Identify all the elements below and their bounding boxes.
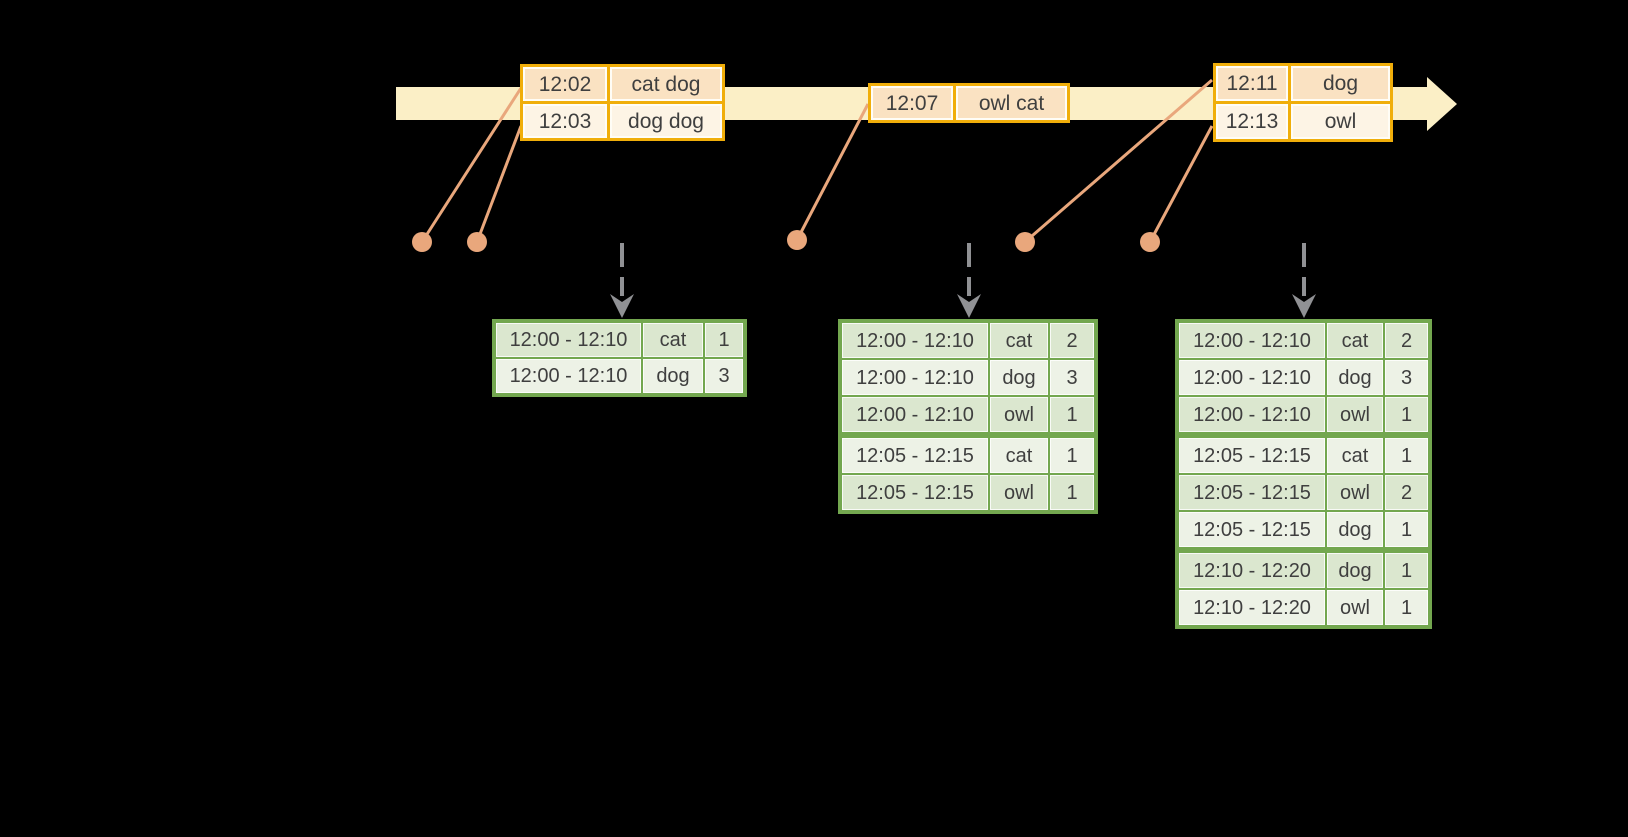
result-cell-window: 12:05 - 12:15 [1179, 438, 1325, 473]
connector-line [1148, 125, 1214, 243]
result-cell-word: cat [990, 323, 1048, 358]
result-cell-window: 12:05 - 12:15 [842, 475, 988, 510]
result-cell-word: owl [1327, 397, 1383, 432]
trigger-arrowhead-icon [957, 294, 981, 318]
result-cell-count: 3 [1385, 360, 1428, 395]
result-cell-word: owl [990, 475, 1048, 510]
trigger-arrowhead-icon [1292, 294, 1316, 318]
result-cell-window: 12:05 - 12:15 [842, 438, 988, 473]
event-dot [467, 232, 487, 252]
result-cell-window: 12:00 - 12:10 [842, 360, 988, 395]
result-cell-count: 1 [1385, 590, 1428, 625]
result-cell-window: 12:00 - 12:10 [842, 397, 988, 432]
result-cell-count: 1 [1050, 438, 1094, 473]
result-cell-word: cat [990, 438, 1048, 473]
result-cell-word: dog [1327, 553, 1383, 588]
result-cell-word: cat [643, 323, 703, 357]
trigger-arrows [610, 243, 1316, 318]
event-cell-words: dog [1291, 66, 1390, 101]
result-cell-word: dog [990, 360, 1048, 395]
event-dot [787, 230, 807, 250]
result-cell-window: 12:00 - 12:10 [496, 323, 641, 357]
result-cell-count: 3 [1050, 360, 1094, 395]
event-cell-words: dog dog [610, 104, 722, 138]
result-cell-window: 12:10 - 12:20 [1179, 590, 1325, 625]
connector-line [795, 103, 870, 241]
result-cell-word: owl [1327, 590, 1383, 625]
event-cell-words: owl [1291, 104, 1390, 139]
result-cell-count: 1 [1050, 475, 1094, 510]
event-dot [1140, 232, 1160, 252]
event-dot [1015, 232, 1035, 252]
result-cell-count: 1 [1385, 553, 1428, 588]
result-cell-count: 2 [1050, 323, 1094, 358]
event-cell-time: 12:11 [1216, 66, 1288, 101]
result-cell-word: owl [1327, 475, 1383, 510]
result-cell-window: 12:10 - 12:20 [1179, 553, 1325, 588]
trigger-arrowhead-icon [610, 294, 634, 318]
result-cell-word: cat [1327, 323, 1383, 358]
connector-lines [420, 78, 1214, 244]
event-cell-words: owl cat [956, 86, 1067, 120]
event-dot [412, 232, 432, 252]
result-cell-count: 2 [1385, 323, 1428, 358]
result-cell-window: 12:00 - 12:10 [1179, 323, 1325, 358]
result-cell-word: owl [990, 397, 1048, 432]
result-cell-window: 12:00 - 12:10 [496, 359, 641, 393]
result-cell-word: dog [1327, 512, 1383, 547]
event-cell-time: 12:02 [523, 67, 607, 101]
event-cell-time: 12:03 [523, 104, 607, 138]
result-cell-count: 1 [705, 323, 743, 357]
result-cell-window: 12:00 - 12:10 [842, 323, 988, 358]
event-cell-time: 12:13 [1216, 104, 1288, 139]
result-cell-word: dog [643, 359, 703, 393]
connector-line [1024, 78, 1213, 244]
result-cell-count: 1 [1385, 512, 1428, 547]
result-cell-window: 12:05 - 12:15 [1179, 512, 1325, 547]
event-dots [412, 230, 1160, 252]
timeline-arrowhead-icon [1427, 77, 1457, 131]
event-cell-words: cat dog [610, 67, 722, 101]
result-cell-word: dog [1327, 360, 1383, 395]
event-cell-time: 12:07 [871, 86, 953, 120]
result-cell-count: 1 [1385, 397, 1428, 432]
result-cell-count: 3 [705, 359, 743, 393]
result-cell-word: cat [1327, 438, 1383, 473]
result-cell-window: 12:00 - 12:10 [1179, 397, 1325, 432]
connector-line [475, 125, 523, 243]
result-cell-count: 1 [1385, 438, 1428, 473]
result-cell-window: 12:00 - 12:10 [1179, 360, 1325, 395]
connector-line [420, 87, 523, 243]
result-cell-window: 12:05 - 12:15 [1179, 475, 1325, 510]
result-cell-count: 1 [1050, 397, 1094, 432]
result-cell-count: 2 [1385, 475, 1428, 510]
